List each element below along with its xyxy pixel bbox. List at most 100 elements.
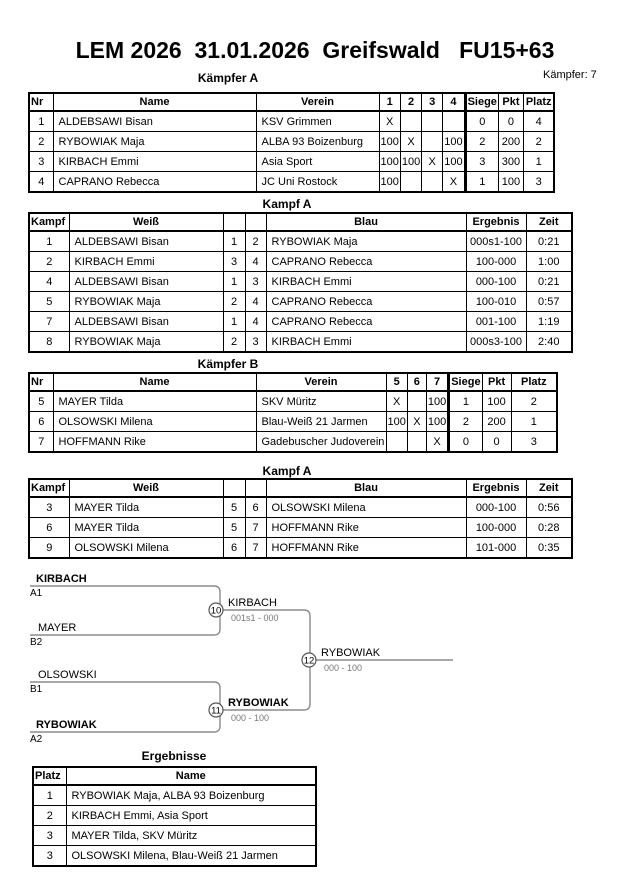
cell-round-7: 100 <box>425 390 450 412</box>
col-header-platz: Platz <box>522 92 555 112</box>
pool-a-row: 3 KIRBACH Emmi Asia Sport 100 100 X 100 … <box>28 151 555 172</box>
cell-platz: 2 <box>522 131 555 152</box>
cell-platz: 2 <box>510 390 558 412</box>
cell-zeit: 1:19 <box>525 311 573 332</box>
col-header-3: 3 <box>421 92 444 112</box>
cell-nr: 4 <box>28 171 54 193</box>
cell-round-1: X <box>378 110 401 132</box>
bracket-seed-b1: B1 <box>30 684 43 695</box>
match-10-winner: KIRBACH <box>228 597 277 609</box>
cell-round-1: 100 <box>378 171 401 193</box>
cell-platz: 1 <box>32 784 67 806</box>
fighter-count-label: Kämpfer: 7 <box>543 69 597 81</box>
matches-a-row: 4 ALDEBSAWI Bisan 1 3 KIRBACH Emmi 000-1… <box>28 271 573 292</box>
col-header-blau: Blau <box>265 212 467 232</box>
col-header-pkt: Pkt <box>497 92 524 112</box>
cell-blau: HOFFMANN Rike <box>265 537 467 559</box>
cell-nr: 5 <box>28 390 54 412</box>
cell-weiss-nr: 1 <box>222 271 246 292</box>
cell-platz: 3 <box>32 825 67 846</box>
cell-ergebnis: 000-100 <box>465 496 527 518</box>
cell-name: OLSOWSKI Milena, Blau-Weiß 21 Jarmen <box>65 845 317 867</box>
cell-name: HOFFMANN Rike <box>52 431 257 453</box>
cell-round-2 <box>399 171 423 193</box>
cell-round-4 <box>442 110 466 132</box>
cell-round-6: X <box>406 411 427 432</box>
cell-name: MAYER Tilda <box>52 390 257 412</box>
cell-pkt: 0 <box>497 110 524 132</box>
bracket-lines: 10 11 12 <box>30 585 453 733</box>
cell-verein: KSV Grimmen <box>255 110 380 132</box>
cell-siege: 1 <box>463 171 499 193</box>
cell-nr: 3 <box>28 151 54 172</box>
cell-verein: JC Uni Rostock <box>255 171 380 193</box>
col-header-blau: Blau <box>265 478 467 498</box>
results-row: 3 OLSOWSKI Milena, Blau-Weiß 21 Jarmen <box>32 845 317 867</box>
col-header-nr: Nr <box>28 372 54 392</box>
cell-zeit: 0:56 <box>525 496 573 518</box>
cell-pkt: 200 <box>481 411 512 432</box>
cell-round-4: 100 <box>442 131 466 152</box>
cell-siege: 3 <box>463 151 499 172</box>
cell-kampf: 3 <box>28 496 70 518</box>
match-11-winner: RYBOWIAK <box>228 697 289 709</box>
cell-round-7: 100 <box>425 411 450 432</box>
matches-a-table: Kampf Weiß Blau Ergebnis Zeit 1 ALDEBSAW… <box>28 212 573 353</box>
col-header-zeit: Zeit <box>525 212 573 232</box>
matches-a-heading: Kampf A <box>262 197 312 211</box>
col-header-nr: Nr <box>28 92 54 112</box>
cell-siege: 1 <box>447 390 483 412</box>
cell-pkt: 100 <box>481 390 512 412</box>
match-12-winner: RYBOWIAK <box>321 647 381 659</box>
match-11-result: 000 - 100 <box>231 713 270 723</box>
cell-verein: Asia Sport <box>255 151 380 172</box>
cell-round-4: 100 <box>442 151 466 172</box>
cell-platz: 4 <box>522 110 555 132</box>
cell-blau: KIRBACH Emmi <box>265 331 467 353</box>
results-table: Platz Name 1 RYBOWIAK Maja, ALBA 93 Boiz… <box>32 766 317 867</box>
cell-kampf: 7 <box>28 311 70 332</box>
cell-name: OLSOWSKI Milena <box>52 411 257 432</box>
cell-name: RYBOWIAK Maja <box>52 131 257 152</box>
cell-siege: 2 <box>447 411 483 432</box>
col-header-2: 2 <box>399 92 423 112</box>
cell-round-7: X <box>425 431 450 453</box>
cell-pkt: 300 <box>497 151 524 172</box>
cell-blau: CAPRANO Rebecca <box>265 251 467 272</box>
cell-ergebnis: 101-000 <box>465 537 527 559</box>
matches-b-row: 6 MAYER Tilda 5 7 HOFFMANN Rike 100-000 … <box>28 517 573 538</box>
matches-a-row: 2 KIRBACH Emmi 3 4 CAPRANO Rebecca 100-0… <box>28 251 573 272</box>
cell-blau: CAPRANO Rebecca <box>265 291 467 312</box>
match-11-node <box>208 702 224 718</box>
pool-a-table: Nr Name Verein 1 2 3 4 Siege Pkt Platz 1… <box>28 92 556 193</box>
cell-round-4: X <box>442 171 466 193</box>
pool-a-row: 4 CAPRANO Rebecca JC Uni Rostock 100 X 1… <box>28 171 555 193</box>
cell-kampf: 5 <box>28 291 70 312</box>
cell-platz: 3 <box>510 431 558 453</box>
pool-b-row: 7 HOFFMANN Rike Gadebuscher Judoverein X… <box>28 431 558 453</box>
cell-kampf: 6 <box>28 517 70 538</box>
cell-name: KIRBACH Emmi, Asia Sport <box>65 805 317 826</box>
cell-blau-nr: 7 <box>244 537 267 559</box>
cell-ergebnis: 100-010 <box>465 291 527 312</box>
cell-siege: 0 <box>447 431 483 453</box>
cell-pkt: 0 <box>481 431 512 453</box>
bracket-entry-mayer: MAYER <box>38 622 77 634</box>
matches-b-row: 9 OLSOWSKI Milena 6 7 HOFFMANN Rike 101-… <box>28 537 573 559</box>
match-10-result: 001s1 - 000 <box>231 613 279 623</box>
col-header-name: Name <box>52 92 257 112</box>
col-header-ergebnis: Ergebnis <box>465 212 527 232</box>
cell-weiss: ALDEBSAWI Bisan <box>68 230 224 252</box>
cell-weiss-nr: 5 <box>222 496 246 518</box>
cell-name: KIRBACH Emmi <box>52 151 257 172</box>
cell-blau-nr: 6 <box>244 496 267 518</box>
col-header-platz: Platz <box>510 372 558 392</box>
cell-kampf: 4 <box>28 271 70 292</box>
cell-pkt: 200 <box>497 131 524 152</box>
cell-ergebnis: 100-000 <box>465 517 527 538</box>
pool-b-header-row: Nr Name Verein 5 6 7 Siege Pkt Platz <box>28 372 558 392</box>
cell-blau-nr: 4 <box>244 311 267 332</box>
results-row: 2 KIRBACH Emmi, Asia Sport <box>32 805 317 826</box>
col-header-ergebnis: Ergebnis <box>465 478 527 498</box>
